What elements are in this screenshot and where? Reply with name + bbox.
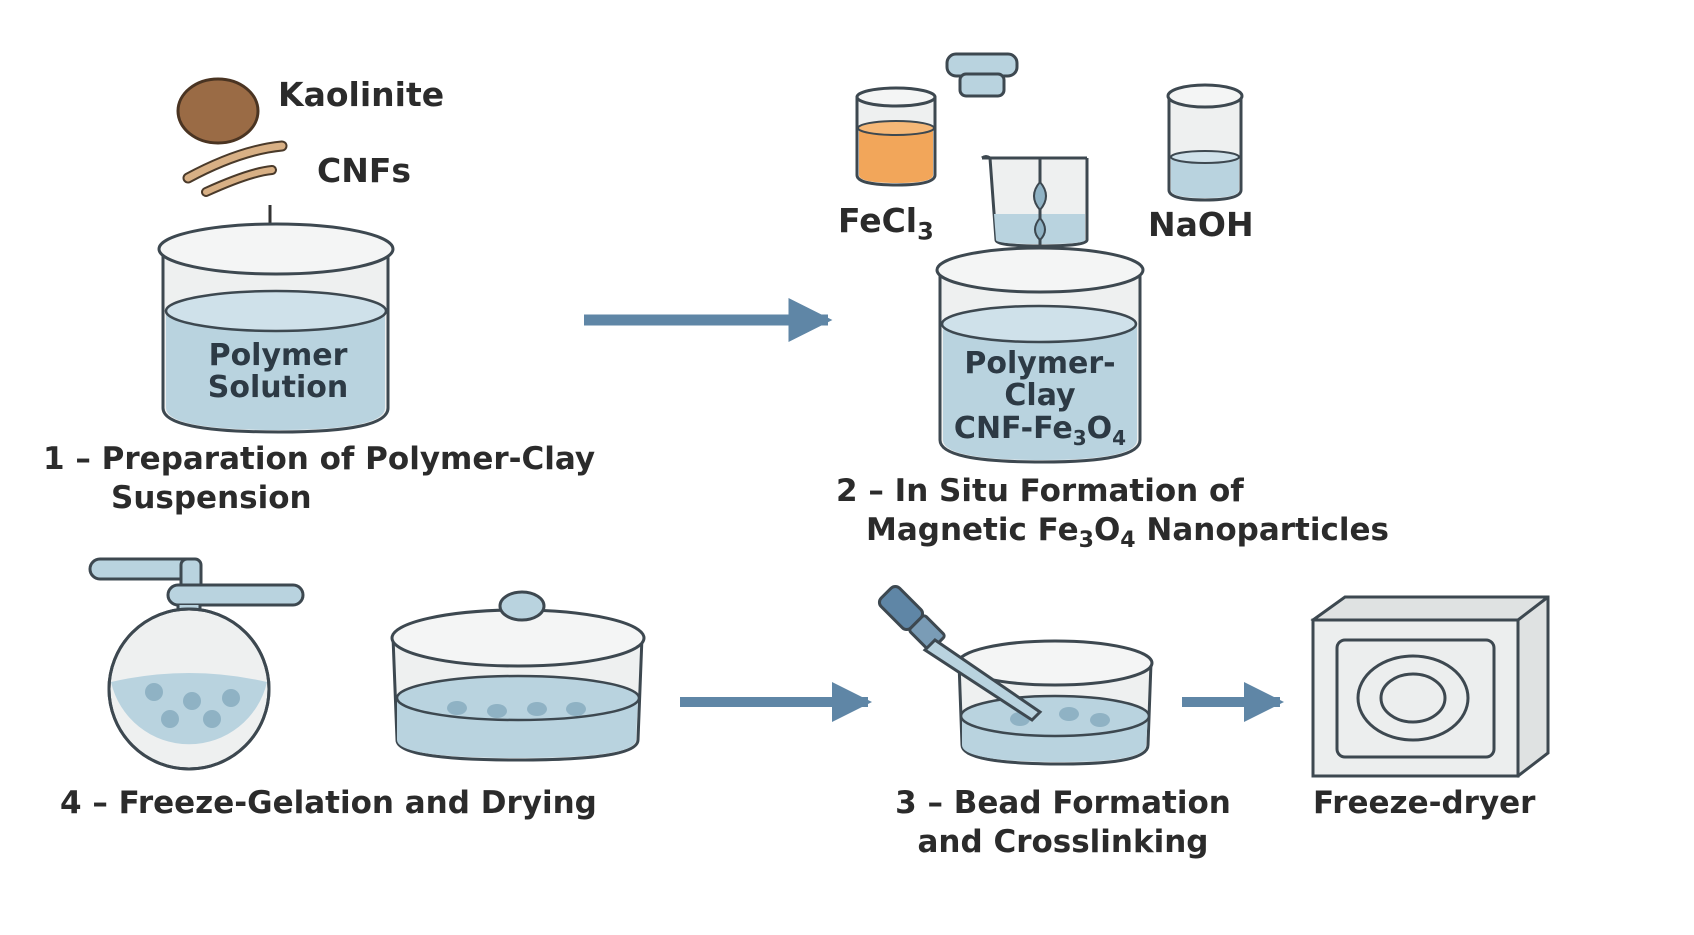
composite-line-1: Polymer- bbox=[964, 346, 1116, 381]
polymer-solution-label: Polymer Solution bbox=[180, 338, 376, 406]
stopper-icon bbox=[945, 52, 1019, 98]
polymer-solution-line-2: Solution bbox=[207, 370, 349, 406]
fecl3-text: FeCl bbox=[838, 201, 918, 240]
composite-beaker bbox=[935, 246, 1145, 464]
fecl3-subscript: 3 bbox=[917, 217, 934, 246]
step-3-label: 3 – Bead Formation and Crosslinking bbox=[878, 784, 1248, 862]
step-3-line-1: 3 – Bead Formation bbox=[895, 785, 1231, 821]
freeze-dryer-label: Freeze-dryer bbox=[1313, 785, 1536, 821]
fecl3-label: FeCl3 bbox=[838, 200, 934, 247]
step-2-line-2-pre: Magnetic Fe bbox=[866, 511, 1079, 548]
step-3-line-2: and Crosslinking bbox=[917, 823, 1209, 860]
composite-line-3-mid: O bbox=[1086, 410, 1113, 446]
step-2-line-2-mid: O bbox=[1093, 511, 1121, 548]
step-2-sub-1: 3 bbox=[1078, 527, 1094, 553]
stirrer-rod-icon bbox=[1033, 158, 1047, 272]
round-bottom-flask bbox=[88, 557, 305, 771]
composite-sub-2: 4 bbox=[1112, 425, 1127, 450]
kaolinite-label: Kaolinite bbox=[278, 75, 445, 114]
gelation-dish bbox=[390, 590, 646, 762]
pipette-icon bbox=[877, 584, 1043, 722]
step-1-line-1: 1 – Preparation of Polymer-Clay bbox=[43, 441, 596, 477]
step-1-label: 1 – Preparation of Polymer-Clay Suspensi… bbox=[43, 440, 595, 518]
cnf-fibers-icon bbox=[182, 140, 288, 197]
naoh-beaker bbox=[1166, 83, 1244, 202]
step-1-line-2: Suspension bbox=[111, 479, 312, 516]
composite-sub-1: 3 bbox=[1072, 425, 1087, 450]
step-2-line-2-post: Nanoparticles bbox=[1135, 511, 1389, 548]
composite-line-3: CNF-Fe3O4 bbox=[945, 410, 1135, 450]
cnfs-label: CNFs bbox=[317, 151, 412, 190]
step-2-label: 2 – In Situ Formation of Magnetic Fe3O4 … bbox=[836, 472, 1389, 554]
step-2-line-2: Magnetic Fe3O4 Nanoparticles bbox=[836, 511, 1389, 555]
kaolinite-particle-icon bbox=[176, 77, 260, 145]
step-4-label: 4 – Freeze-Gelation and Drying bbox=[60, 785, 597, 821]
step-2-line-1: 2 – In Situ Formation of bbox=[836, 473, 1244, 509]
freeze-dryer-icon bbox=[1310, 595, 1550, 778]
step-2-sub-2: 4 bbox=[1120, 527, 1136, 553]
composite-line-3-main: CNF-Fe bbox=[953, 410, 1073, 446]
naoh-label: NaOH bbox=[1148, 205, 1254, 244]
polymer-solution-line-1: Polymer bbox=[208, 338, 348, 373]
composite-line-2: Clay bbox=[1004, 378, 1076, 414]
bead-formation-dish bbox=[956, 639, 1154, 766]
composite-label: Polymer- Clay CNF-Fe3O4 bbox=[945, 346, 1135, 450]
polymer-solution-beaker bbox=[157, 222, 395, 434]
fecl3-beaker bbox=[855, 86, 937, 187]
